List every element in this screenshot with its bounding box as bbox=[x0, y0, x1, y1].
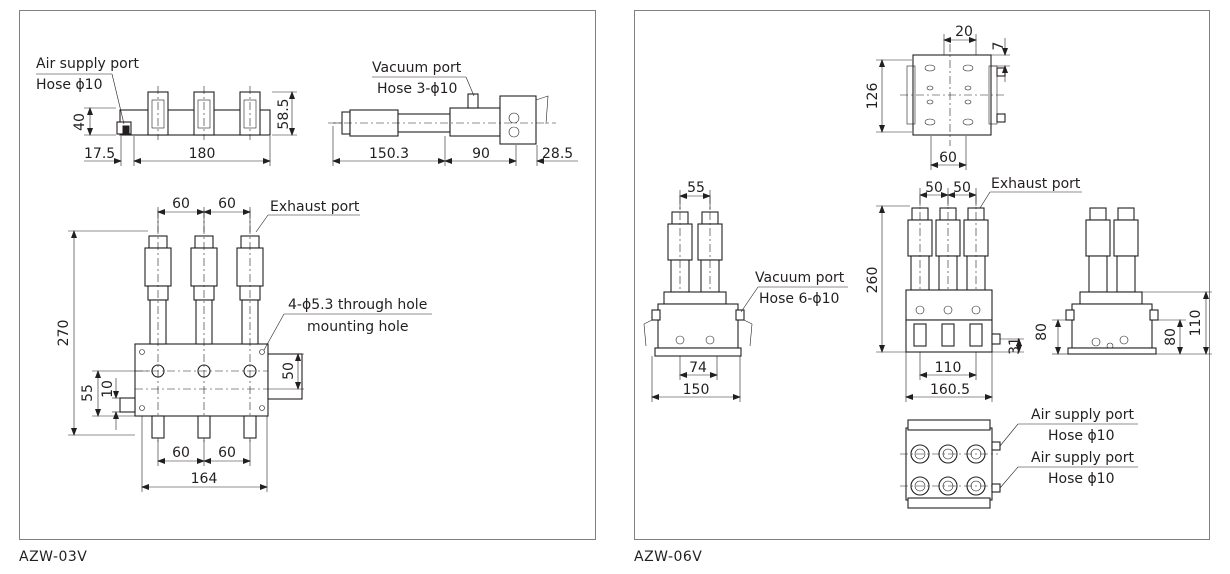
dim-60-bottom-b: 60 bbox=[218, 445, 236, 461]
dim-60-top-b: 60 bbox=[218, 196, 236, 212]
air-supply-port-label: Air supply port bbox=[36, 56, 139, 72]
dim-55: 55 bbox=[80, 384, 96, 402]
vacuum-hose-6-label: Hose 6-ϕ10 bbox=[759, 291, 839, 307]
dim-10: 10 bbox=[100, 380, 116, 398]
azw-06v-bottom-view bbox=[900, 419, 1138, 509]
dim-150-3: 150.3 bbox=[369, 146, 409, 162]
vacuum-port-label: Vacuum port bbox=[372, 60, 462, 76]
dim-50-a: 50 bbox=[925, 180, 943, 196]
dim-28-5: 28.5 bbox=[542, 146, 573, 162]
dim-17-5: 17.5 bbox=[84, 146, 115, 162]
dim-164: 164 bbox=[191, 471, 218, 487]
dim-31: 31 bbox=[1007, 337, 1023, 355]
azw-06v-left-view bbox=[643, 190, 848, 402]
dim-60-top-a: 60 bbox=[172, 196, 190, 212]
dim-20: 20 bbox=[955, 24, 973, 40]
dim-80-left: 80 bbox=[1034, 323, 1050, 341]
dim-180: 180 bbox=[189, 146, 216, 162]
dim-40: 40 bbox=[72, 113, 88, 131]
dim-260: 260 bbox=[865, 267, 881, 294]
azw-06v-top-view bbox=[876, 34, 1010, 170]
azw-03v-front-view bbox=[68, 207, 432, 492]
dim-126: 126 bbox=[865, 83, 881, 110]
dim-270: 270 bbox=[56, 320, 72, 347]
azw-06v-front-view bbox=[876, 188, 1082, 402]
dim-60-bottom-a: 60 bbox=[172, 445, 190, 461]
through-hole-label: 4-ϕ5.3 through hole bbox=[288, 297, 427, 313]
vacuum-port-6-label: Vacuum port bbox=[755, 270, 845, 286]
mounting-hole-label: mounting hole bbox=[307, 319, 408, 335]
dim-7: 7 bbox=[991, 42, 1007, 51]
air-supply-hose-1-label: Hose ϕ10 bbox=[1048, 428, 1115, 444]
dim-150-right: 150 bbox=[683, 382, 710, 398]
azw-03v-side-view bbox=[328, 76, 578, 166]
vacuum-hose-label: Hose 3-ϕ10 bbox=[377, 81, 457, 97]
dim-50: 50 bbox=[281, 362, 297, 380]
dim-90: 90 bbox=[472, 146, 490, 162]
model-caption-azw-06v: AZW-06V bbox=[634, 549, 703, 565]
dim-74: 74 bbox=[689, 360, 707, 376]
dim-80-right: 80 bbox=[1163, 328, 1179, 346]
model-caption-azw-03v: AZW-03V bbox=[19, 549, 88, 565]
exhaust-port-label: Exhaust port bbox=[270, 199, 360, 215]
air-supply-hose-2-label: Hose ϕ10 bbox=[1048, 471, 1115, 487]
air-supply-hose-label: Hose ϕ10 bbox=[36, 77, 103, 93]
dim-110-width: 110 bbox=[935, 360, 962, 376]
air-supply-port-2-label: Air supply port bbox=[1031, 450, 1134, 466]
azw-06v-right-view bbox=[1052, 207, 1212, 355]
dim-160-5: 160.5 bbox=[930, 382, 970, 398]
dim-58-5: 58.5 bbox=[276, 98, 292, 129]
dim-55-right: 55 bbox=[687, 180, 705, 196]
exhaust-port-6-label: Exhaust port bbox=[991, 176, 1081, 192]
dim-110-height: 110 bbox=[1188, 310, 1204, 337]
dim-50-b: 50 bbox=[953, 180, 971, 196]
dim-60-top: 60 bbox=[939, 150, 957, 166]
air-supply-port-1-label: Air supply port bbox=[1031, 407, 1134, 423]
azw-03v-top-view bbox=[36, 73, 297, 166]
